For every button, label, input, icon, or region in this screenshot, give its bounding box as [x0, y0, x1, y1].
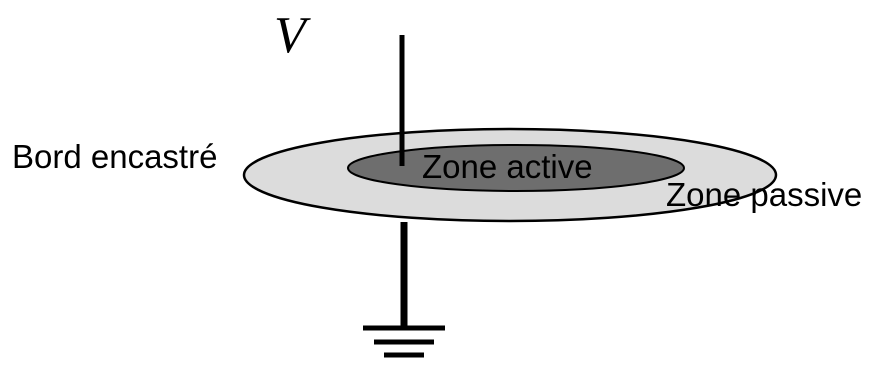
clamped-edge-label: Bord encastré [12, 138, 217, 175]
ground-icon [363, 325, 445, 358]
active-zone-disc [347, 144, 685, 192]
passive-zone-label: Zone passive [666, 176, 862, 213]
voltage-label: V [274, 7, 311, 64]
active-zone-label: Zone active [422, 148, 593, 185]
